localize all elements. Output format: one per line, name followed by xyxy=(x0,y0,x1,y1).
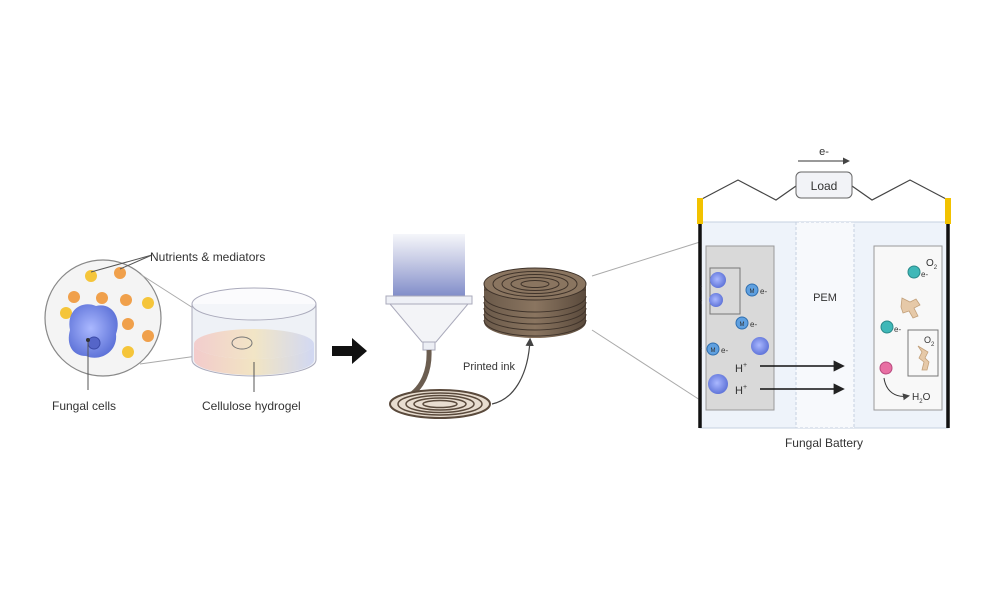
svg-text:e-: e- xyxy=(721,346,728,355)
fungal-cell xyxy=(710,272,726,288)
svg-text:↑: ↑ xyxy=(699,283,703,292)
cathode-terminal xyxy=(945,198,951,224)
fungal-cell xyxy=(709,293,723,307)
hydrogel-dish: Cellulose hydrogel xyxy=(191,287,317,413)
mediator-anode: M e- xyxy=(745,283,767,297)
extruded-filament xyxy=(410,349,432,396)
fungal-battery: Load e- PEM ↑ ↑ ↑ M e- M xyxy=(697,146,951,450)
hydrogel-label: Cellulose hydrogel xyxy=(202,399,301,413)
catalyst-particle xyxy=(880,320,894,334)
nutrient-particle xyxy=(68,291,80,303)
printed-ink-label: Printed ink xyxy=(463,361,515,373)
hyphae-fragment xyxy=(900,297,921,319)
oxygen-label: O2 xyxy=(924,335,935,348)
svg-text:e-: e- xyxy=(894,325,901,334)
fungal-cell xyxy=(68,304,118,358)
svg-text:e-: e- xyxy=(760,287,767,296)
svg-text:↑: ↑ xyxy=(699,297,703,306)
fungal-cell xyxy=(751,337,769,355)
svg-text:M: M xyxy=(740,322,745,328)
svg-text:e-: e- xyxy=(921,270,928,279)
printed-spiral-layer xyxy=(389,389,491,419)
svg-text:M: M xyxy=(711,348,716,354)
nutrients-label: Nutrients & mediators xyxy=(150,250,265,264)
catalyst-particle xyxy=(907,265,921,279)
proton-label: H+ xyxy=(735,362,747,375)
nutrient-particle xyxy=(96,292,108,304)
mediator-anode: M e- xyxy=(735,316,757,330)
hyphae-fragment xyxy=(917,345,930,371)
fungal-battery-label: Fungal Battery xyxy=(785,436,863,450)
nutrient-particle xyxy=(122,346,134,358)
nutrient-particle xyxy=(114,267,126,279)
fungal-cells-label: Fungal cells xyxy=(52,399,116,413)
load-label: Load xyxy=(811,179,838,193)
anode-terminal xyxy=(697,198,703,224)
pem-label: PEM xyxy=(813,292,837,304)
process-arrow-icon xyxy=(332,338,367,364)
nutrient-particle xyxy=(142,297,154,309)
printer-nozzle xyxy=(385,234,473,351)
svg-text:e-: e- xyxy=(750,320,757,329)
fungal-cell xyxy=(708,374,728,394)
nutrient-particle xyxy=(60,307,72,319)
nutrient-particle xyxy=(142,330,154,342)
proton-particle xyxy=(879,361,893,375)
electron-flow-label: e- xyxy=(819,146,829,158)
printed-ink-stack xyxy=(483,267,587,338)
mediator-anode: M e- xyxy=(706,342,728,356)
oxygen-label: O2 xyxy=(926,258,938,271)
nutrient-particle xyxy=(122,318,134,330)
nutrient-particle xyxy=(120,294,132,306)
pem-membrane xyxy=(795,221,855,429)
nutrient-particle xyxy=(85,270,97,282)
svg-text:M: M xyxy=(750,289,755,295)
cell-magnified-view: Nutrients & mediators Fungal cells xyxy=(44,250,265,413)
load-box xyxy=(795,171,853,199)
water-label: H2O xyxy=(912,392,931,405)
svg-text:↑: ↑ xyxy=(699,345,703,354)
proton-label: H+ xyxy=(735,384,747,397)
